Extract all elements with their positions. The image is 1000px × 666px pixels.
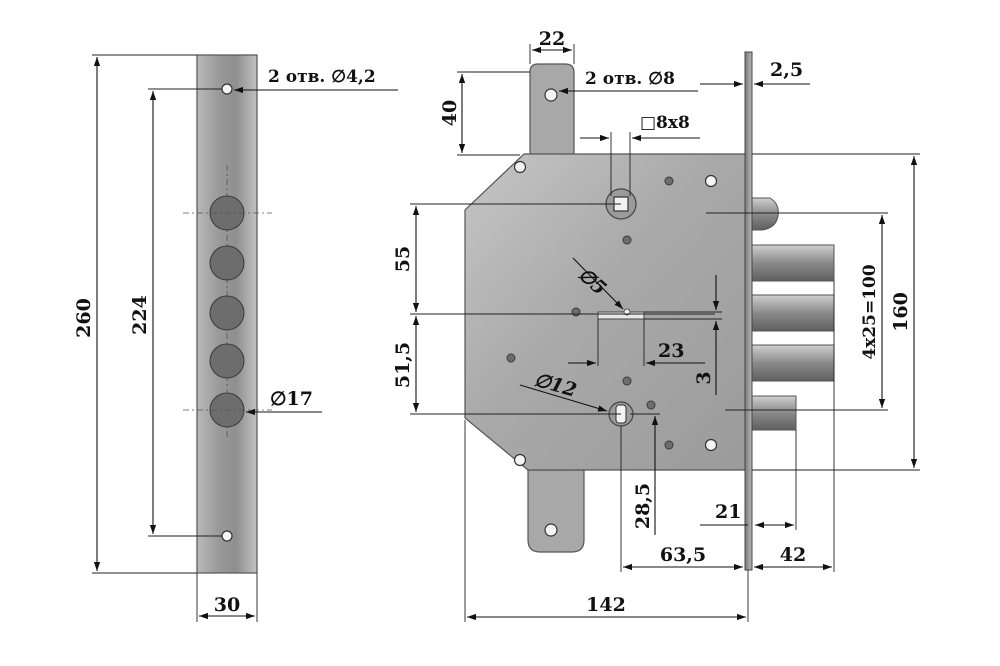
bolt-2 — [751, 294, 835, 332]
rivet — [622, 376, 632, 386]
dim-hole-spacing: 224 — [129, 295, 151, 335]
bolt-3 — [751, 344, 835, 382]
dim-faceplate-thickness: 2,5 — [770, 59, 803, 81]
strike-plate-dimensions: 260 224 30 2 отв. ∅4,2 ∅17 — [73, 54, 398, 622]
faceplate — [744, 51, 753, 571]
rivet — [646, 400, 656, 410]
top-mounting-tab — [529, 63, 575, 156]
rivet — [622, 235, 632, 245]
dim-key-offset: 51,5 — [392, 342, 414, 388]
dim-spindle-offset: 55 — [392, 246, 414, 272]
dim-body-length: 142 — [586, 594, 626, 616]
plate-bolt-hole-4 — [209, 343, 245, 379]
dim-body-height: 160 — [890, 292, 912, 332]
dim-key-to-bottom: 28,5 — [632, 483, 654, 529]
plate-mount-hole-top — [221, 83, 233, 95]
rivet — [664, 176, 674, 186]
rivet — [506, 353, 516, 363]
plate-mount-hole-bottom — [221, 530, 233, 542]
strike-plate — [183, 54, 272, 574]
dim-plate-height: 260 — [73, 298, 95, 338]
plate-bolt-hole-3 — [209, 295, 245, 331]
latch-bolt — [751, 395, 797, 431]
tab-hole-bottom — [544, 523, 558, 537]
rivet — [664, 440, 674, 450]
case-hole — [704, 438, 718, 452]
dim-keyway-height: 3 — [693, 371, 715, 384]
leader-line — [572, 257, 624, 310]
lock-body — [464, 51, 835, 571]
label-tab-holes: 2 отв. ∅8 — [585, 69, 675, 89]
lock-body-dimensions: 22 2 отв. ∅8 2,5 40 □8x8 160 4x25=100 — [392, 28, 920, 622]
bottom-mounting-tab — [527, 469, 585, 553]
hole-5mm — [623, 308, 631, 316]
plate-bolt-hole-2 — [209, 245, 245, 281]
label-cylinder-hole: ∅17 — [270, 388, 313, 410]
rivet — [571, 307, 581, 317]
deadlatch — [751, 197, 779, 231]
leader-line — [519, 384, 608, 412]
dim-tab-height: 40 — [439, 100, 461, 126]
dim-tab-width: 22 — [539, 28, 565, 50]
dim-key-backset: 63,5 — [660, 544, 706, 566]
keyway-slot — [597, 311, 645, 320]
dim-bolt-pitch: 4x25=100 — [860, 264, 880, 360]
case-hole — [513, 453, 527, 467]
dim-keyway-width: 23 — [658, 340, 684, 362]
case-hole — [513, 160, 527, 174]
label-mount-holes: 2 отв. ∅4,2 — [268, 67, 376, 87]
tab-hole-top — [544, 88, 558, 102]
dim-bolt-throw: 42 — [780, 544, 806, 566]
case-hole — [704, 174, 718, 188]
label-square-spindle: □8x8 — [640, 113, 690, 133]
dim-latch-throw: 21 — [715, 501, 741, 523]
bolt-1 — [751, 244, 835, 282]
dim-plate-width: 30 — [214, 594, 240, 616]
